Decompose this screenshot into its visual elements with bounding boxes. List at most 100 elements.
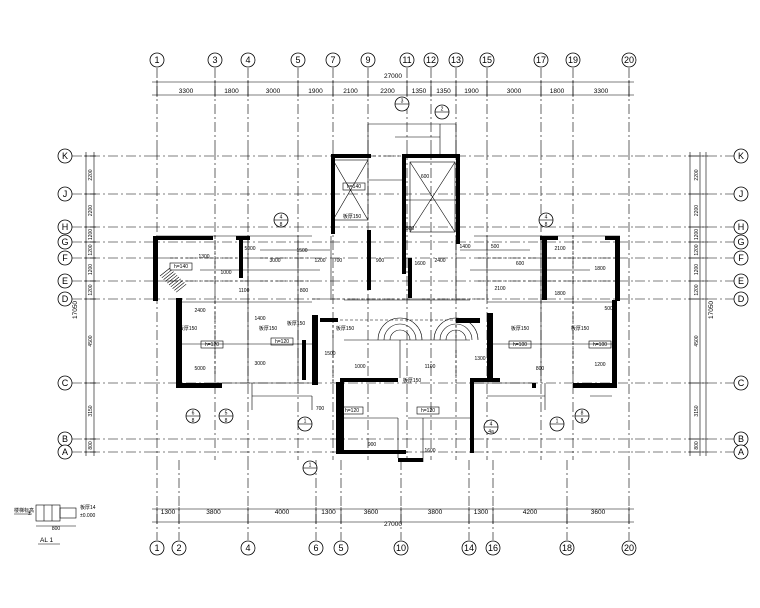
top-total-dimension: 27000 (384, 73, 402, 80)
right-dimension-text: 800 (694, 441, 700, 450)
right-dimension-text: 2200 (694, 169, 700, 180)
dimension-number: 1300 (198, 254, 209, 260)
wall-segment (470, 378, 474, 453)
dimension-number: 5000 (604, 306, 615, 312)
legend-width: 800 (52, 526, 61, 532)
left-dimension-text: 1200 (88, 244, 94, 255)
top-grid-bubble-circle (479, 52, 495, 68)
top-grid-bubble-label: 15 (482, 55, 492, 65)
detail-tag-sheet: 8 (545, 222, 548, 228)
slab-label: 板厚150 (287, 320, 306, 327)
top-grid-bubble-label: 12 (426, 55, 436, 65)
right-grid-bubble-circle (733, 219, 749, 235)
top-dimension-text: 1800 (224, 88, 239, 95)
dimension-number: 1800 (594, 266, 605, 272)
stair-arc (383, 323, 417, 341)
top-grid-bubble-label: 9 (365, 55, 370, 65)
bottom-dimension-text: 4000 (275, 509, 290, 516)
dimension-number: 2400 (194, 308, 205, 314)
dimension-number: 700 (316, 406, 325, 412)
dimension-number: 2400 (434, 258, 445, 264)
right-grid-bubble-label: H (738, 222, 745, 232)
wall-segment (612, 300, 617, 388)
bottom-grid-bubble-label: 16 (488, 543, 498, 553)
bottom-grid-bubble-label: 20 (624, 543, 634, 553)
right-dimension-text: 4500 (694, 335, 700, 346)
right-grid-bubble-label: K (738, 151, 744, 161)
dimension-number: 1300 (474, 356, 485, 362)
dimension-number: 700 (334, 258, 343, 264)
top-grid-bubble-label: 7 (330, 55, 335, 65)
dimension-number: 1400 (459, 244, 470, 250)
detail-tag-number: 1 (309, 463, 312, 469)
wall-segment (487, 313, 493, 381)
wall-segment (605, 236, 619, 240)
left-grid-bubble-circle (57, 273, 73, 289)
dimension-number: 3000 (269, 258, 280, 264)
detail-tag-sheet: 8 (581, 418, 584, 424)
shaft-outline (409, 161, 456, 233)
bottom-grid-bubble-circle (559, 540, 575, 556)
left-grid-bubble-circle (57, 186, 73, 202)
stair-hatch (159, 267, 171, 277)
top-dimension-text: 1900 (464, 88, 479, 95)
slab-label: 板厚150 (336, 325, 355, 332)
dimension-number: 2100 (554, 246, 565, 252)
right-grid-bubble-label: B (738, 434, 744, 444)
detail-tag-number: 6 (192, 411, 195, 417)
right-grid-bubble-circle (733, 444, 749, 460)
wall-segment (153, 236, 213, 240)
dimension-number: 900 (368, 442, 377, 448)
top-dimension-text: 1900 (308, 88, 323, 95)
shaft-cross (409, 161, 456, 233)
top-grid-bubble-circle (565, 52, 581, 68)
top-grid-bubble-circle (360, 52, 376, 68)
right-grid-bubble-circle (733, 250, 749, 266)
bottom-dimension-text: 3600 (364, 509, 379, 516)
bottom-dimension-text: 1300 (161, 509, 176, 516)
left-grid-bubble-label: C (62, 378, 69, 388)
top-grid-bubble-circle (207, 52, 223, 68)
top-dimension-text: 2200 (380, 88, 395, 95)
wall-segment (312, 315, 318, 385)
room-label-box (270, 337, 294, 346)
dimension-number: 1000 (220, 270, 231, 276)
wall-segment (470, 378, 500, 382)
left-dimension-text: 1200 (88, 264, 94, 275)
bottom-grid-bubble-circle (393, 540, 409, 556)
bottom-grid-bubble-label: 10 (396, 543, 406, 553)
slab-label: 板厚150 (571, 325, 590, 332)
detail-tag-number: 4 (490, 422, 493, 428)
wall-segment (331, 154, 371, 158)
room-label: h=140 (347, 184, 361, 190)
right-grid-bubble-circle (733, 234, 749, 250)
bottom-dimension-text: 3600 (591, 509, 606, 516)
dimension-number: 5000 (244, 246, 255, 252)
right-grid-bubble-label: A (738, 447, 744, 457)
top-dimension-text: 3300 (594, 88, 609, 95)
right-dimension-text: 1200 (694, 284, 700, 295)
right-grid-bubble-label: F (738, 253, 744, 263)
wall-segment (573, 383, 617, 388)
legend-box (35, 504, 61, 522)
top-grid-bubble-circle (621, 52, 637, 68)
left-dimension-text: 4500 (88, 335, 94, 346)
right-dimension-text: 1200 (694, 229, 700, 240)
slab-label: 板厚150 (403, 377, 422, 384)
bottom-grid-bubble-circle (621, 540, 637, 556)
right-grid-bubble-label: D (738, 294, 745, 304)
wall-segment (408, 258, 412, 298)
wall-segment (402, 154, 406, 274)
wall-segment (340, 378, 398, 382)
bottom-grid-bubble-circle (149, 540, 165, 556)
left-grid-bubble-label: D (62, 294, 69, 304)
dimension-number: 1200 (594, 362, 605, 368)
room-label: h=140 (174, 264, 188, 270)
dimension-number: 800 (536, 366, 545, 372)
left-dimension-text: 2200 (88, 205, 94, 216)
detail-tag-number: 5 (225, 411, 228, 417)
right-grid-bubble-label: G (737, 237, 744, 247)
left-grid-bubble-label: F (62, 253, 68, 263)
wall-segment (153, 236, 158, 301)
